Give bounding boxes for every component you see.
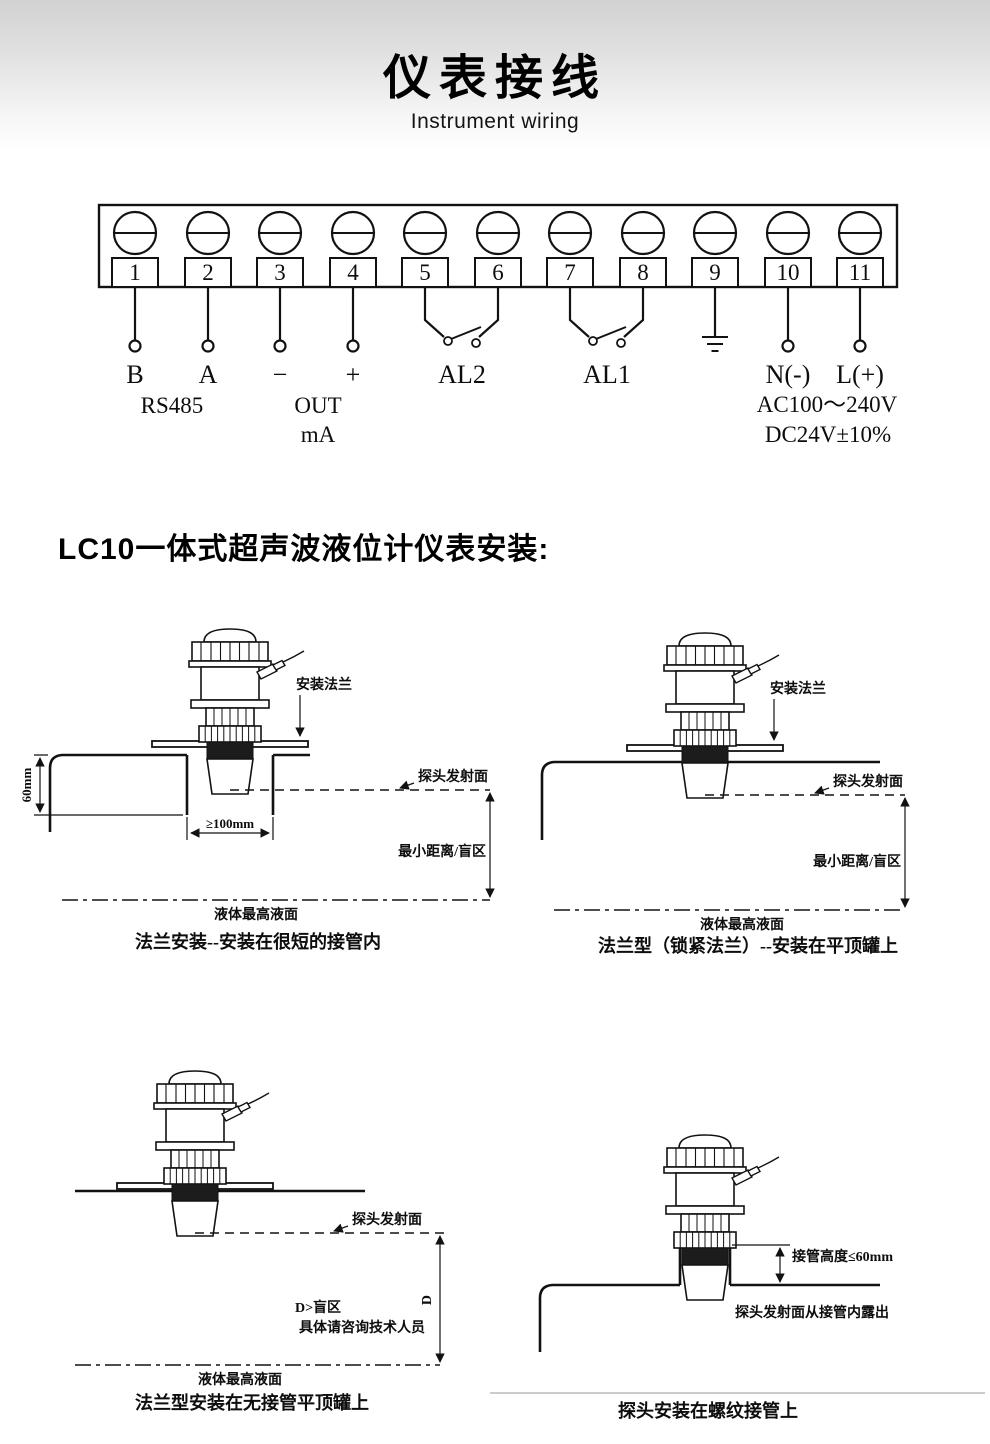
terminal-5-number: 5	[419, 260, 431, 285]
probe-face-label: 探头发射面	[418, 768, 488, 785]
pin-label-al1: AL1	[583, 360, 631, 389]
terminal-1-number: 1	[129, 260, 141, 285]
ultrasonic-sensor	[663, 632, 780, 799]
tank-top-line	[538, 1283, 880, 1352]
terminal-8-number: 8	[637, 260, 649, 285]
wire-a	[201, 287, 215, 353]
terminal-10: 10	[764, 210, 812, 288]
terminal-4-number: 4	[347, 260, 359, 285]
group-label-ma: mA	[301, 422, 336, 447]
terminal-2-number: 2	[202, 260, 214, 285]
terminal-9: 9	[691, 210, 739, 288]
min-distance-label: 最小距离/盲区	[398, 843, 486, 860]
max-liquid-level-label: 液体最高液面	[700, 916, 784, 933]
probe-face-leader	[399, 780, 415, 790]
terminal-3-number: 3	[274, 260, 286, 285]
group-label-rs485: RS485	[141, 393, 204, 418]
diagram-threaded-nozzle: 接管高度≤60mm 探头发射面从接管内露出 探头安装在螺纹接管上	[490, 1134, 985, 1421]
nozzle-height-label: 接管高度≤60mm	[792, 1248, 893, 1265]
group-label-ac: AC100～240V	[757, 392, 898, 417]
installation-diagrams: 60mm ≥100mm 探头发射面 最小距离/盲区 液体最高液面 安装法兰 法兰…	[19, 628, 985, 1421]
diagram-flange-lock-flat-tank: 探头发射面 最小距离/盲区 液体最高液面 安装法兰 法兰型（锁紧法兰）--安装在…	[540, 632, 910, 956]
tank-top-line	[48, 753, 310, 832]
consult-note: 具体请咨询技术人员	[298, 1319, 425, 1336]
terminal-7: 7	[546, 210, 594, 288]
diagram-caption: 法兰型（锁紧法兰）--安装在平顶罐上	[598, 935, 898, 956]
max-liquid-level-label: 液体最高液面	[198, 1371, 282, 1388]
terminal-4: 4	[329, 210, 377, 288]
tank-top-line	[540, 760, 880, 840]
dimension-60mm: 60mm	[19, 754, 183, 816]
relay-al2-contact	[423, 287, 500, 348]
relay-al1-contact	[568, 287, 645, 348]
wire-plus	[346, 287, 360, 353]
wire-minus	[273, 287, 287, 353]
group-label-out: OUT	[294, 393, 341, 418]
probe-face-leader	[333, 1223, 349, 1233]
pin-label-b: B	[126, 360, 143, 389]
dim-d-label: D	[420, 1295, 435, 1305]
pin-label-al2: AL2	[438, 360, 486, 389]
ground-symbol-icon	[702, 287, 728, 352]
terminal-9-number: 9	[709, 260, 721, 285]
terminal-5: 5	[401, 210, 449, 288]
blind-zone-note: D>盲区	[295, 1299, 341, 1316]
diagram-flange-short-nozzle: 60mm ≥100mm 探头发射面 最小距离/盲区 液体最高液面 安装法兰 法兰…	[19, 628, 495, 952]
page-title: 仪表接线	[382, 52, 607, 105]
page-subtitle: Instrument wiring	[410, 110, 580, 133]
mounting-flange-label: 安装法兰	[296, 676, 352, 693]
diagram-flange-no-nozzle: 探头发射面 D D>盲区 具体请咨询技术人员 液体最高液面 法兰型安装在无接管平…	[75, 1070, 445, 1413]
dimension-nozzle-height: 接管高度≤60mm	[732, 1244, 893, 1283]
terminal-6: 6	[474, 210, 522, 288]
diagram-caption: 法兰安装--安装在很短的接管内	[135, 931, 381, 952]
ultrasonic-sensor	[153, 1070, 270, 1237]
wire-b	[128, 287, 142, 353]
wire-l	[853, 287, 867, 353]
max-liquid-level-label: 液体最高液面	[214, 906, 298, 923]
group-label-dc: DC24V±10%	[765, 422, 891, 447]
terminal-2: 2	[184, 210, 232, 288]
mounting-flange-label: 安装法兰	[770, 680, 826, 697]
diagram-caption: 法兰型安装在无接管平顶罐上	[135, 1392, 369, 1413]
probe-face-leader	[814, 785, 830, 795]
pin-label-a: A	[199, 360, 218, 389]
pin-label-l: L(+)	[836, 360, 884, 389]
installation-section-title: LC10一体式超声波液位计仪表安装:	[58, 533, 550, 566]
wire-n	[781, 287, 795, 353]
terminal-11-number: 11	[849, 260, 871, 285]
terminal-7-number: 7	[564, 260, 576, 285]
dimension-100mm: ≥100mm	[186, 816, 274, 840]
dim-100mm-label: ≥100mm	[206, 816, 254, 831]
terminal-10-number: 10	[777, 260, 800, 285]
terminal-11: 11	[836, 210, 884, 288]
probe-protrude-note: 探头发射面从接管内露出	[735, 1304, 889, 1321]
pin-label-n: N(-)	[766, 360, 811, 389]
pin-label-minus: −	[273, 360, 288, 389]
terminal-3: 3	[256, 210, 304, 288]
nozzle-walls	[185, 755, 275, 815]
page-header: 仪表接线 Instrument wiring	[0, 0, 990, 150]
probe-face-label: 探头发射面	[833, 773, 903, 790]
probe-face-label: 探头发射面	[352, 1211, 422, 1228]
ultrasonic-sensor	[188, 628, 305, 795]
diagram-caption: 探头安装在螺纹接管上	[618, 1400, 798, 1421]
wiring-diagram: 1 2 3 4 5 6 7	[97, 203, 899, 447]
dim-60mm-label: 60mm	[19, 768, 34, 803]
min-distance-label: 最小距离/盲区	[813, 853, 901, 870]
pin-label-plus: +	[346, 360, 361, 389]
terminal-6-number: 6	[492, 260, 504, 285]
